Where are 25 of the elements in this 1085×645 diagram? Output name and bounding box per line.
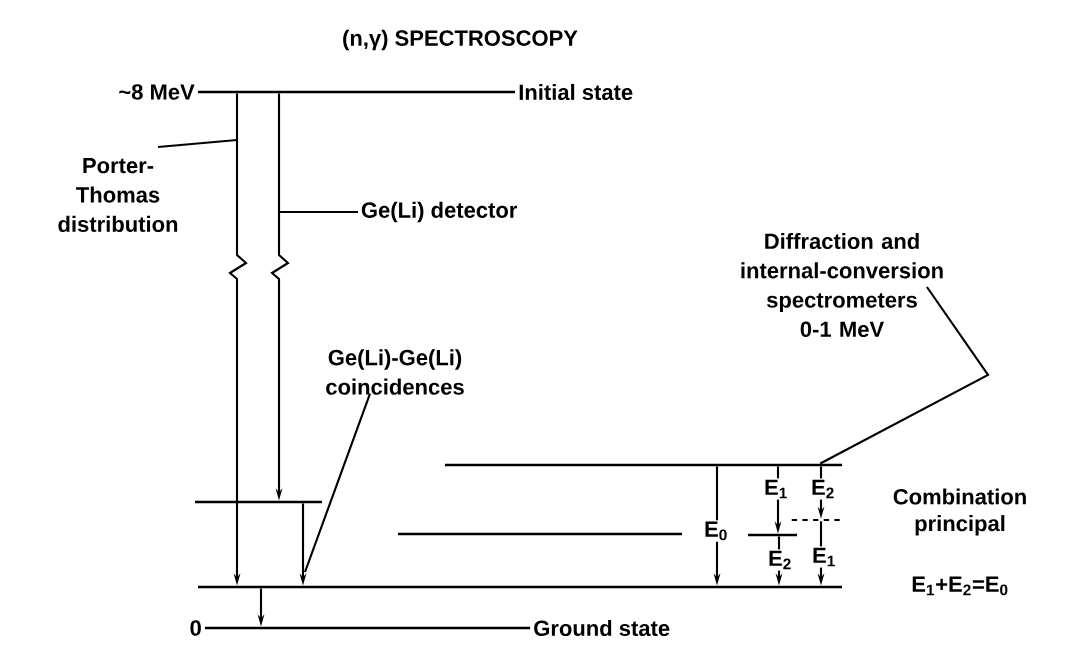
leader-line: [819, 286, 990, 465]
leader-line: [279, 210, 358, 214]
energy-level-line: [398, 532, 682, 536]
annotation-text: Diffraction and internal-conversion spectrometers 0-1 MeV: [741, 232, 943, 338]
annotation-text: Combination principal: [893, 488, 1026, 536]
level-label: Ground state: [534, 619, 670, 637]
energy-level-line: [445, 463, 843, 467]
energy-level-line: [198, 585, 842, 589]
edge-label: E$_{1}$: [765, 479, 787, 499]
edge-label: E$_{0}$: [705, 521, 727, 541]
level-label: Initial state: [519, 83, 633, 101]
edge-label: E$_{2}$: [812, 479, 834, 499]
leader-line: [304, 393, 371, 573]
level-label: ~8 MeV: [119, 84, 195, 100]
annotation-text: Porter-Thomas distribution: [58, 158, 178, 232]
annotation-text: Ge(Li)-Ge(Li) coincidences: [326, 349, 464, 395]
energy-level-line: [747, 533, 798, 537]
edge-label: E$_{1}$: [813, 547, 835, 567]
annotation-text: Ge(Li) detector: [361, 201, 518, 223]
title: (n,γ) SPECTROSCOPY: [343, 29, 578, 51]
leader-line: [157, 138, 238, 149]
energy-level-line: [195, 500, 322, 504]
annotation-text: E$_{1}$+E$_{2}$=E$_{0}$: [912, 576, 1008, 596]
level-label: 0: [190, 620, 201, 636]
edge-label: E$_{2}$: [769, 550, 791, 570]
